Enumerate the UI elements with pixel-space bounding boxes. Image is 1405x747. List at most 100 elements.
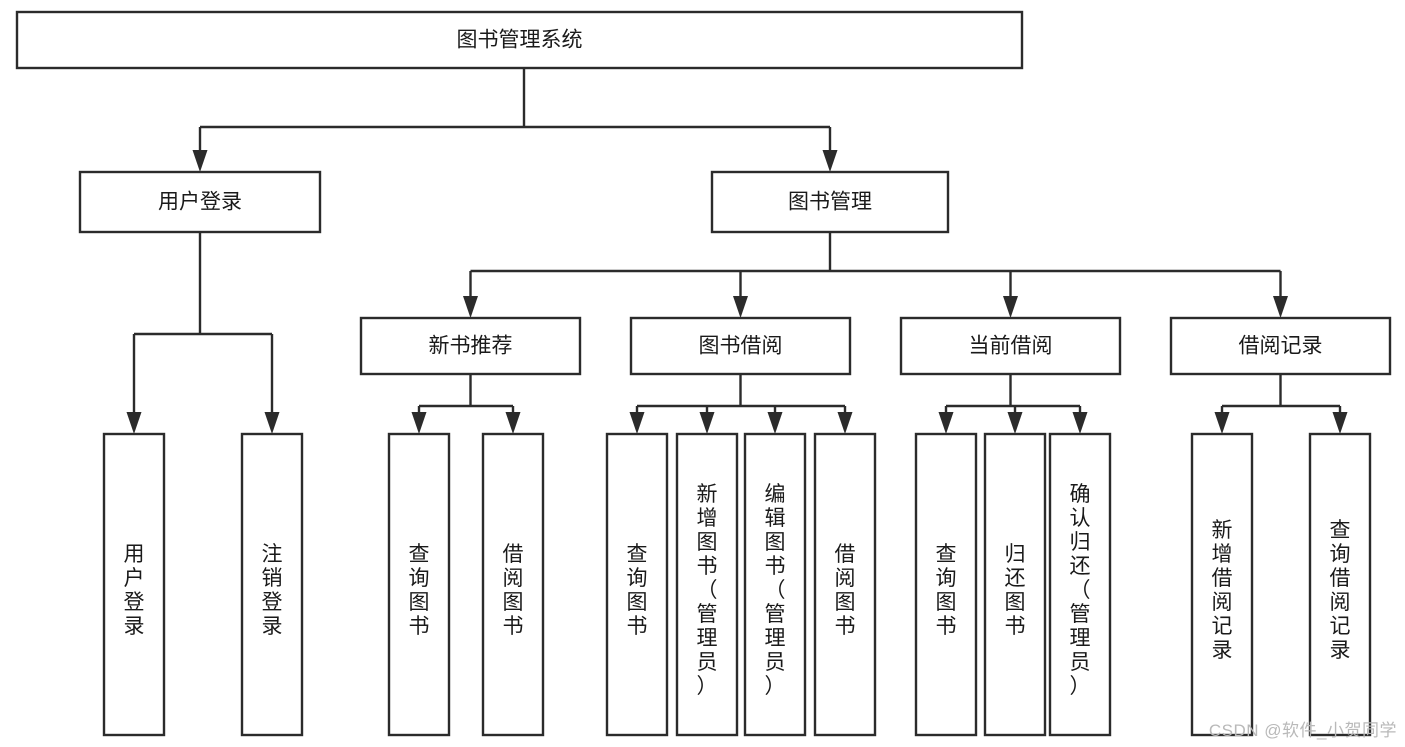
leaf-node-2-label-char: 销 bbox=[262, 567, 283, 590]
level2-node-2[interactable]: 图书管理 bbox=[710, 170, 950, 234]
level3-3-to-leaf-0-head bbox=[1214, 412, 1230, 434]
leaf-node-4-rect[interactable] bbox=[481, 432, 545, 737]
level2-to-level3-0-head bbox=[463, 296, 478, 318]
level3-2-to-leaf-2-head bbox=[1072, 412, 1088, 434]
leaf-node-7-label-char: （ bbox=[765, 579, 786, 602]
level3-2-to-leaf-0-head bbox=[938, 412, 954, 434]
leaf-node-7-rect[interactable] bbox=[743, 432, 807, 737]
level2-node-2-label: 图书管理 bbox=[788, 191, 872, 214]
leaf-node-3-label-char: 查 bbox=[409, 543, 430, 566]
level2-node-1-rect[interactable] bbox=[78, 170, 322, 234]
level2-to-level3-3-head bbox=[1273, 296, 1288, 318]
level3-node-4-rect[interactable] bbox=[1169, 316, 1392, 376]
leaf-node-13-label-char: 询 bbox=[1330, 543, 1351, 566]
level2-node-1[interactable]: 用户登录 bbox=[78, 170, 322, 234]
leaf-node-1-rect[interactable] bbox=[102, 432, 166, 737]
leaf-node-7-label-char: 图 bbox=[765, 531, 786, 554]
level3-3-to-leaf-1-head bbox=[1332, 412, 1348, 434]
leaf-node-7-label-char: 管 bbox=[765, 603, 786, 626]
leaf-node-11-label-char: 还 bbox=[1070, 555, 1091, 578]
level2-node-2-rect[interactable] bbox=[710, 170, 950, 234]
leaf-node-13-rect[interactable] bbox=[1308, 432, 1372, 737]
leaf-node-5-label-char: 查 bbox=[627, 543, 648, 566]
root-node-book-management-system[interactable]: 图书管理系统 bbox=[15, 10, 1024, 70]
leaf-node-3-rect[interactable] bbox=[387, 432, 451, 737]
leaf-node-11-label-char: 员 bbox=[1070, 651, 1091, 674]
leaf-node-13-label-char: 查 bbox=[1330, 519, 1351, 542]
level3-1-to-leaf-3-head bbox=[837, 412, 853, 434]
leaf-node-4-label-char: 借 bbox=[503, 543, 524, 566]
leaf-node-13-label-char: 记 bbox=[1330, 615, 1351, 638]
leaf-node-9-label-char: 询 bbox=[936, 567, 957, 590]
level3-2-to-leaf-1-head bbox=[1007, 412, 1023, 434]
leaf-node-5-rect[interactable] bbox=[605, 432, 669, 737]
level3-node-3[interactable]: 当前借阅 bbox=[899, 316, 1122, 376]
leaf-node-1-label-char: 户 bbox=[124, 567, 145, 590]
leaf-node-4-label-char: 阅 bbox=[503, 567, 524, 590]
leaf-node-6-label-char: 书 bbox=[697, 555, 718, 578]
leaf-node-5-label-char: 询 bbox=[627, 567, 648, 590]
leaf-node-7-label-char: 员 bbox=[765, 651, 786, 674]
leaf-node-9-label-char: 图 bbox=[936, 591, 957, 614]
leaf-node-11-label-char: 认 bbox=[1070, 507, 1091, 530]
leaf-node-11-rect[interactable] bbox=[1048, 432, 1112, 737]
leaf-node-8-rect[interactable] bbox=[813, 432, 877, 737]
level3-node-2[interactable]: 图书借阅 bbox=[629, 316, 852, 376]
root-to-level2-0-head bbox=[192, 150, 208, 172]
leaf-node-7-label-char: ） bbox=[765, 675, 786, 698]
level3-node-1[interactable]: 新书推荐 bbox=[359, 316, 582, 376]
userlogin-to-leaf-1-head bbox=[264, 412, 280, 434]
leaf-node-6-rect[interactable] bbox=[675, 432, 739, 737]
leaf-node-6-label-char: 员 bbox=[697, 651, 718, 674]
level3-node-2-rect[interactable] bbox=[629, 316, 852, 376]
level3-node-3-rect[interactable] bbox=[899, 316, 1122, 376]
leaf-node-11-label-char: ） bbox=[1070, 675, 1091, 698]
leaf-node-6-label-char: 理 bbox=[697, 627, 718, 650]
leaf-node-13-label-char: 录 bbox=[1330, 639, 1351, 662]
leaf-node-11-label-char: 确 bbox=[1070, 483, 1091, 506]
level3-node-2-label: 图书借阅 bbox=[699, 335, 783, 358]
leaf-node-12-label-char: 阅 bbox=[1212, 591, 1233, 614]
leaf-node-8-label-char: 借 bbox=[835, 543, 856, 566]
leaf-node-8-label-char: 图 bbox=[835, 591, 856, 614]
leaf-node-3-label-char: 图 bbox=[409, 591, 430, 614]
leaf-node-2-label-char: 注 bbox=[262, 543, 283, 566]
leaf-node-13-label-char: 阅 bbox=[1330, 591, 1351, 614]
leaf-node-9-rect[interactable] bbox=[914, 432, 978, 737]
root-node-book-management-system-rect[interactable] bbox=[15, 10, 1024, 70]
leaf-node-12-label-char: 记 bbox=[1212, 615, 1233, 638]
leaf-node-6-label-char: 图 bbox=[697, 531, 718, 554]
leaf-node-6-label-char: 新 bbox=[697, 483, 718, 506]
leaf-node-10-rect[interactable] bbox=[983, 432, 1047, 737]
leaf-node-2-rect[interactable] bbox=[240, 432, 304, 737]
level3-0-to-leaf-0-head bbox=[411, 412, 427, 434]
level3-node-4-label: 借阅记录 bbox=[1239, 335, 1323, 358]
leaf-node-8-label-char: 阅 bbox=[835, 567, 856, 590]
leaf-node-9-label-char: 书 bbox=[936, 615, 957, 638]
leaf-node-12-rect[interactable] bbox=[1190, 432, 1254, 737]
leaf-node-3-label-char: 询 bbox=[409, 567, 430, 590]
leaf-node-10-label-char: 书 bbox=[1005, 615, 1026, 638]
leaf-node-6-label-char: （ bbox=[697, 579, 718, 602]
level3-node-4[interactable]: 借阅记录 bbox=[1169, 316, 1392, 376]
level3-0-to-leaf-1-head bbox=[505, 412, 521, 434]
level3-node-1-rect[interactable] bbox=[359, 316, 582, 376]
leaf-node-12-label-char: 借 bbox=[1212, 567, 1233, 590]
leaf-node-1-label-char: 登 bbox=[124, 591, 145, 614]
leaf-node-6-label-char: 管 bbox=[697, 603, 718, 626]
leaf-node-1[interactable]: 用户登录 bbox=[102, 432, 166, 737]
